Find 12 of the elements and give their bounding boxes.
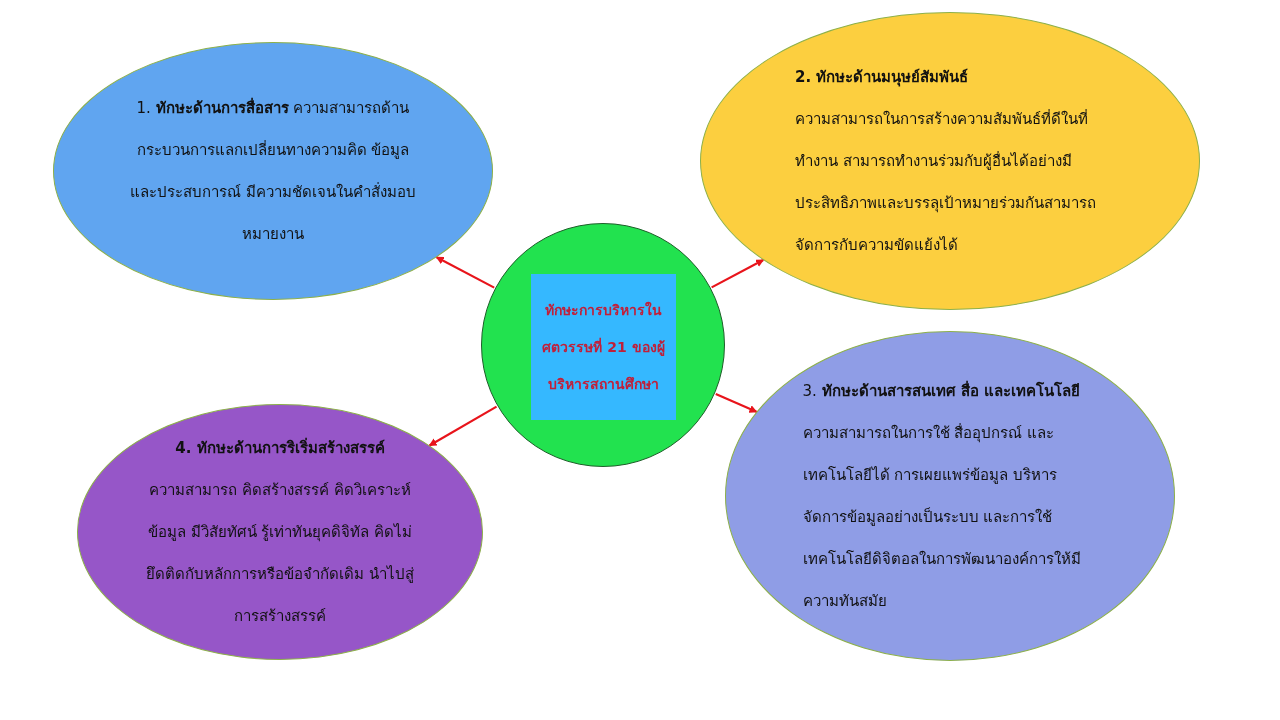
title-text: ทักษะการบริหารในศตวรรษที่ 21 ของผู้บริหารสถานศึกษา — [541, 300, 666, 394]
node-heading: 4. ทักษะด้านการริเริ่มสร้างสรรค์ — [174, 436, 386, 459]
arrow — [435, 256, 495, 289]
arrow — [715, 393, 758, 413]
title-box — [531, 274, 676, 420]
node-heading: 2. ทักษะด้านมนุษย์สัมพันธ์ — [795, 67, 970, 89]
node-text: 3. ทักษะด้านสารสนเทศ สื่อ และเทคโนโลยี ความสามารถในการใช้ สื่ออุปกรณ์ และเทคโนโลยีได้ การเผยแพร่ข้อมูล บริหารจัดการข้อมูลอย่างเป็นระบบ และการใช้เทคโนโลยีดิจิตอลในการพัฒนาองค์การให้มีความทันสมัย — [802, 379, 1082, 612]
arrow — [711, 259, 765, 289]
node-text: 1. ทักษะด้านการสื่อสาร ความสามารถด้าน กระบวนการแลกเปลี่ยนทางความคิด ข้อมูล และประสบการณ์ มีความชัดเจนในคำสั่งมอบหมายงาน — [129, 96, 417, 245]
node-text: ความสามารถในการสร้างความสัมพันธ์ที่ดีในที่ทำงาน สามารถทำงานร่วมกับผู้อื่นได้อย่างมีประสิทธิภาพและบรรลุเป้าหมายร่วมกันสามารถจัดการกับความขัดแย้งได้ — [795, 108, 1097, 256]
arrow — [428, 405, 498, 447]
node-text: ความสามารถ คิดสร้างสรรค์ คิดวิเคราะห์ข้อมูล มีวิสัยทัศน์ รู้เท่าทันยุคดิจิทัล คิดไม่ยึดติดกับหลักการหรือข้อจำกัดเดิม นำไปสู่การสร้างสรรค์ — [145, 480, 415, 627]
